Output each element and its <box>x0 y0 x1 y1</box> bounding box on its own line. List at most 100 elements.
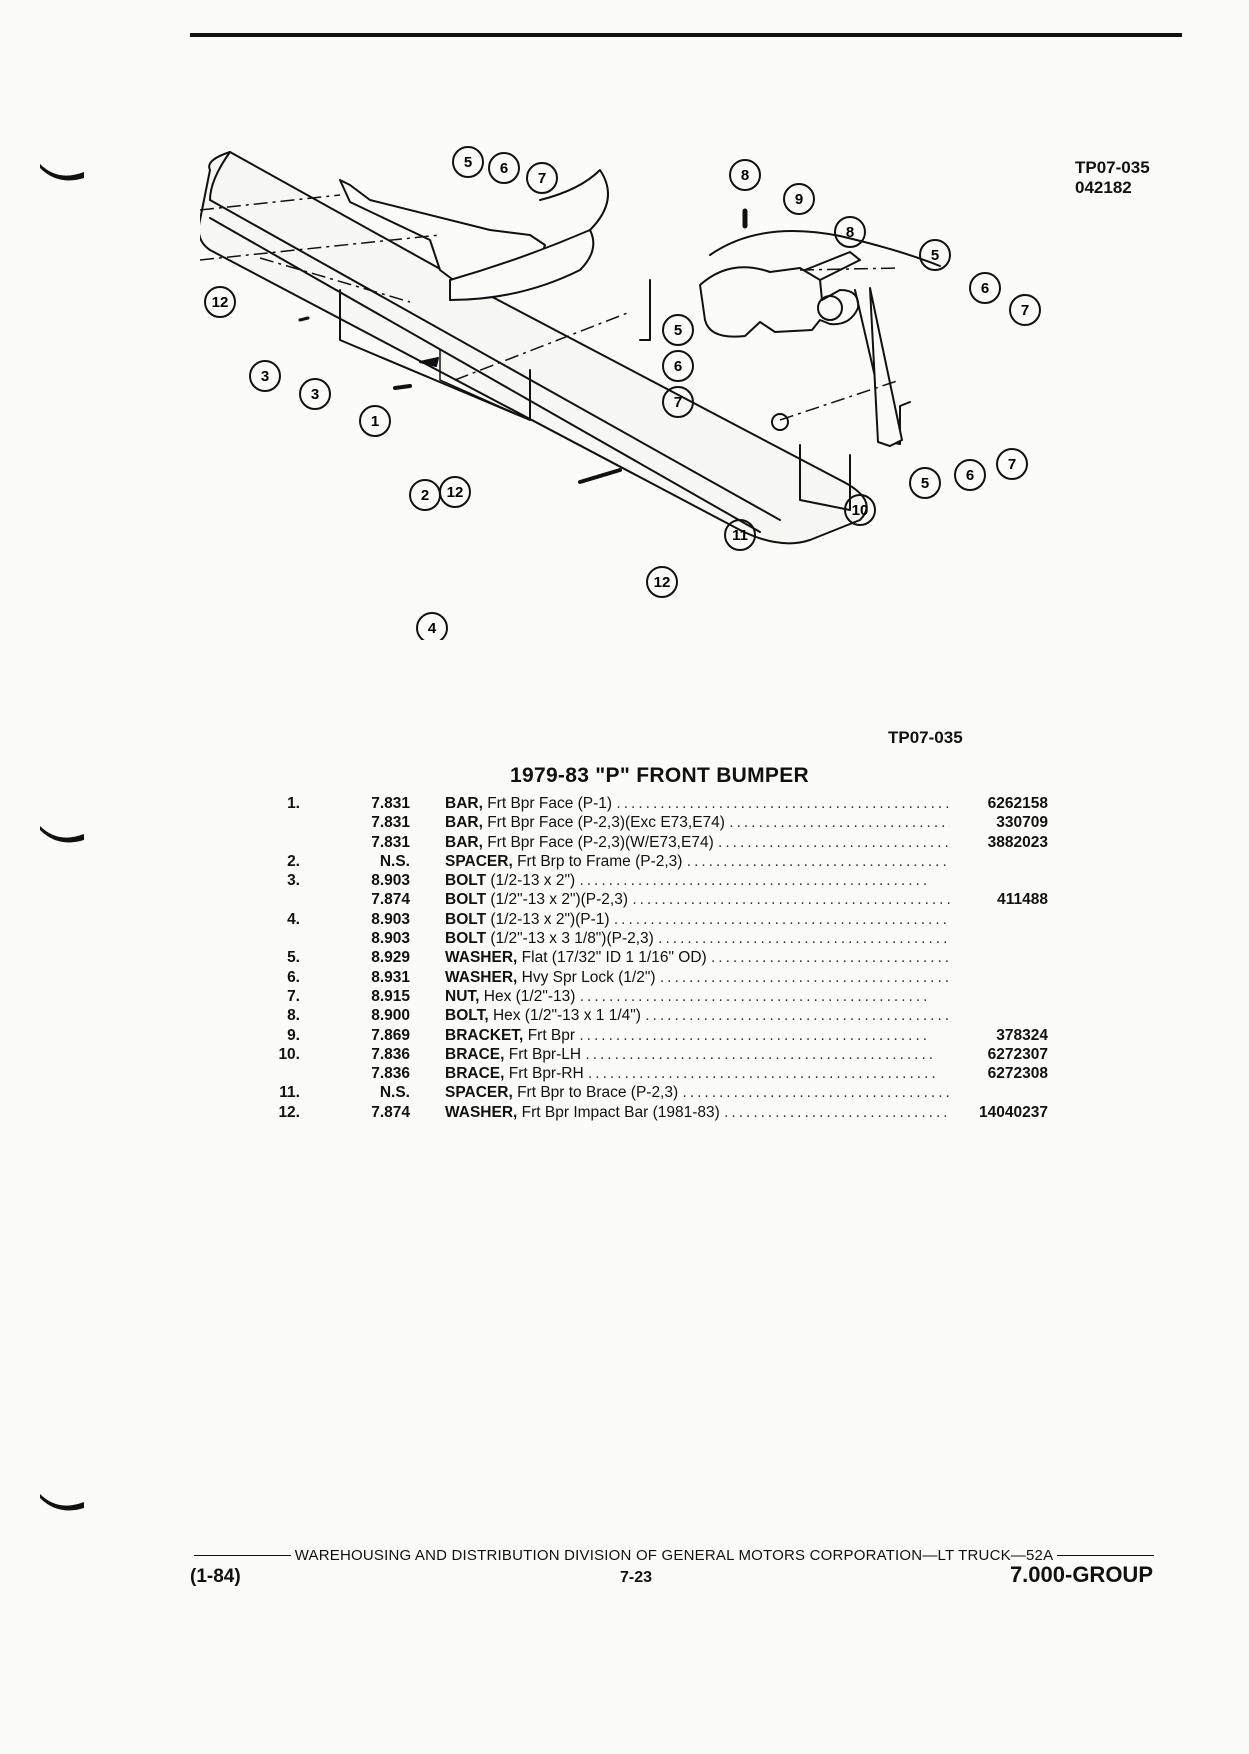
part-description: BOLT (1/2"-13 x 2")(P-2,3) .............… <box>445 890 950 909</box>
footer-rule <box>1057 1554 1155 1557</box>
parts-row: 7.874 BOLT (1/2"-13 x 2")(P-2,3) .......… <box>270 890 1070 909</box>
part-detail: Frt Bpr Face (P-2,3)(Exc E73,E74) <box>487 814 725 832</box>
part-name: BRACKET, <box>445 1026 524 1044</box>
parts-row: 7. 8.915 NUT, Hex (1/2"-13) ............… <box>270 987 1070 1006</box>
part-description: BAR, Frt Bpr Face (P-2,3)(W/E73,E74) ...… <box>445 833 950 852</box>
callout-number: 12 <box>447 484 464 501</box>
parts-row: 11. N.S. SPACER, Frt Bpr to Brace (P-2,3… <box>270 1083 1070 1102</box>
item-number: 10. <box>278 1045 300 1063</box>
callout-number: 6 <box>500 160 508 177</box>
part-detail: Frt Bpr-LH <box>508 1045 582 1063</box>
part-detail: Hex (1/2"-13) <box>483 987 576 1005</box>
part-description: WASHER, Flat (17/32" ID 1 1/16" OD) ....… <box>445 948 950 967</box>
part-detail: (1/2"-13 x 3 1/8")(P-2,3) <box>490 930 654 948</box>
group-number: N.S. <box>379 852 410 870</box>
leader-dots: ........................................… <box>585 1045 937 1063</box>
part-description: BOLT (1/2-13 x 2")(P-1) ................… <box>445 910 950 929</box>
group-number: 8.915 <box>371 987 410 1005</box>
part-detail: Flat (17/32" ID 1 1/16" OD) <box>521 949 707 967</box>
page-number: 7-23 <box>620 1569 653 1586</box>
item-number: 12. <box>278 1103 300 1121</box>
group-number: N.S. <box>379 1084 410 1102</box>
item-number: 7. <box>287 987 300 1005</box>
parts-row: 10. 7.836 BRACE, Frt Bpr-LH ............… <box>270 1045 1070 1064</box>
footer-rule <box>194 1554 291 1557</box>
leader-dots: ........................................… <box>686 852 950 870</box>
binder-hole-mark <box>40 1494 84 1511</box>
part-name: WASHER, <box>445 949 518 967</box>
callout-number: 7 <box>1008 456 1016 473</box>
callout-number: 5 <box>931 247 939 264</box>
parts-row: 7.836 BRACE, Frt Bpr-RH ................… <box>270 1064 1070 1083</box>
callout-number: 2 <box>421 487 429 504</box>
leader-dots: ........................................… <box>729 814 950 832</box>
parts-row: 2. N.S. SPACER, Frt Brp to Frame (P-2,3)… <box>270 852 1070 871</box>
part-number: 330709 <box>996 814 1048 832</box>
part-name: BAR, <box>445 814 483 832</box>
callout-number: 11 <box>732 527 748 544</box>
leader-dots: ........................................… <box>724 1103 950 1121</box>
callout-number: 10 <box>852 502 869 519</box>
part-description: WASHER, Hvy Spr Lock (1/2") ............… <box>445 968 950 987</box>
part-description: BAR, Frt Bpr Face (P-2,3)(Exc E73,E74) .… <box>445 813 950 832</box>
part-number: 3882023 <box>987 833 1048 851</box>
group-number: 8.929 <box>371 949 410 967</box>
part-description: BRACE, Frt Bpr-RH ......................… <box>445 1064 950 1083</box>
item-number: 5. <box>287 949 300 967</box>
leader-dots: ........................................… <box>579 872 931 890</box>
item-number: 4. <box>287 910 300 928</box>
part-name: SPACER, <box>445 1084 513 1102</box>
part-number: 411488 <box>997 891 1048 909</box>
parts-row: 9. 7.869 BRACKET, Frt Bpr ..............… <box>270 1026 1070 1045</box>
part-name: NUT, <box>445 987 480 1005</box>
part-detail: (1/2-13 x 2")(P-1) <box>490 910 610 928</box>
callout-number: 3 <box>311 386 319 403</box>
top-rule <box>190 33 1182 37</box>
parts-list: 1. 7.831 BAR, Frt Bpr Face (P-1) .......… <box>270 794 1070 1122</box>
leader-dots: ........................................… <box>579 987 931 1005</box>
part-description: BRACKET, Frt Bpr .......................… <box>445 1026 950 1045</box>
callout-number: 1 <box>371 413 379 430</box>
callout-number: 12 <box>654 574 671 591</box>
parts-row: 7.831 BAR, Frt Bpr Face (P-2,3)(Exc E73,… <box>270 813 1070 832</box>
group-number: 7.836 <box>371 1065 410 1083</box>
group-number: 7.869 <box>371 1026 410 1044</box>
group-number: 7.874 <box>371 1103 410 1121</box>
part-name: BAR, <box>445 833 483 851</box>
group-number: 7.831 <box>371 833 410 851</box>
leader-dots: ........................................… <box>658 930 950 948</box>
parts-row: 8. 8.900 BOLT, Hex (1/2"-13 x 1 1/4") ..… <box>270 1006 1070 1025</box>
callout-number: 5 <box>674 322 682 339</box>
parts-row: 4. 8.903 BOLT (1/2-13 x 2")(P-1) .......… <box>270 910 1070 929</box>
callout-number: 3 <box>261 368 269 385</box>
item-number: 11. <box>279 1084 300 1102</box>
leader-dots: ........................................… <box>682 1084 950 1102</box>
callout-number: 5 <box>921 475 929 492</box>
part-description: BAR, Frt Bpr Face (P-1) ................… <box>445 794 950 813</box>
item-number: 9. <box>287 1026 300 1044</box>
leader-dots: ........................................… <box>579 1026 931 1044</box>
leader-dots: ........................................… <box>632 891 950 909</box>
part-detail: Frt Bpr Face (P-1) <box>487 795 613 812</box>
callout-number: 8 <box>741 167 749 184</box>
leader-dots: ........................................… <box>645 1007 950 1025</box>
callout-number: 6 <box>966 467 974 484</box>
group-label: 7.000-GROUP <box>1009 1562 1153 1587</box>
callout-number: 4 <box>428 620 437 637</box>
parts-row: 3. 8.903 BOLT (1/2-13 x 2") ............… <box>270 871 1070 890</box>
diagram-date-code: 042182 <box>1075 178 1132 197</box>
part-name: SPACER, <box>445 852 513 870</box>
group-number: 8.931 <box>371 968 410 986</box>
group-number: 8.900 <box>371 1007 410 1025</box>
binder-hole-mark <box>40 164 84 181</box>
item-number: 1. <box>287 795 300 812</box>
part-name: BOLT <box>445 891 487 909</box>
part-description: SPACER, Frt Brp to Frame (P-2,3) .......… <box>445 852 950 871</box>
item-number: 8. <box>287 1007 300 1025</box>
callout-number: 12 <box>212 294 229 311</box>
part-number: 14040237 <box>979 1103 1048 1121</box>
callout-number: 7 <box>1021 302 1029 319</box>
group-number: 7.836 <box>371 1045 410 1063</box>
